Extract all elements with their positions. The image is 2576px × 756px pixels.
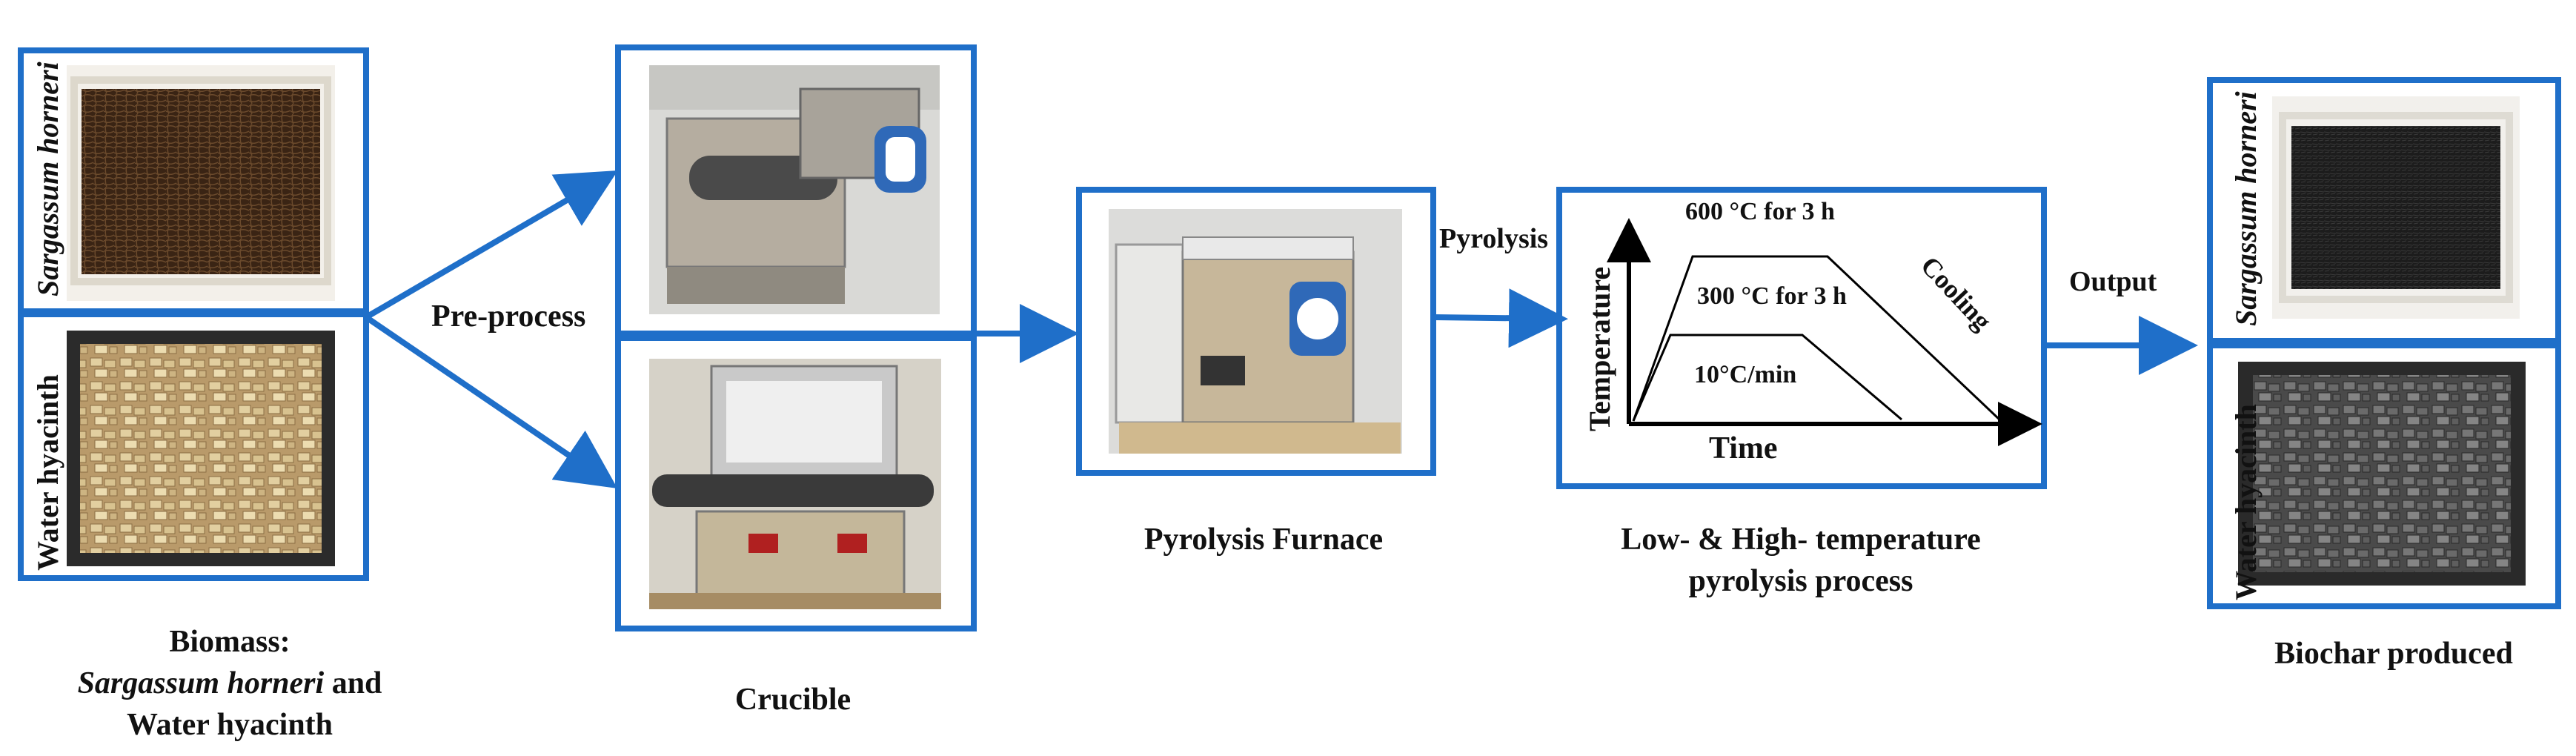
pyrolysis-label: Pyrolysis [1439,223,1548,254]
tube-furnace-crucible-photo [649,359,941,609]
biochar-caption: Biochar produced [2274,637,2513,671]
sargassum-biochar-photo [2272,96,2520,319]
water-hyacinth-biochar-label: Water hyacinth [2229,404,2263,600]
process-caption: Low- & High- temperature pyrolysis proce… [1541,519,2060,602]
crucible-caption: Crucible [734,683,852,717]
biomass-panel: Sargassum horneri Water hyacinth [18,47,369,581]
biomass-caption-and: and [324,666,382,700]
biomass-bottom-frame [18,311,369,581]
low-temp-profile [1632,334,1902,422]
process-frame [1556,187,2047,489]
preprocess-arrow-upper [364,170,618,320]
biomass-caption-line3: Water hyacinth [126,708,333,742]
output-label: Output [2069,266,2157,297]
preprocess-arrow-lower [364,314,618,489]
crucible-panel [615,44,977,631]
furnace-caption: Pyrolysis Furnace [1143,523,1384,557]
x-axis-label: Time [1709,431,1778,465]
biochar-bottom-frame [2207,342,2561,609]
biomass-caption-line1: Biomass: [169,625,291,659]
biomass-caption-line2: Sargassum horneri and [22,663,437,704]
preprocess-label: Pre-process [431,299,585,334]
crucible-bottom-frame [615,335,977,631]
y-axis-label: Temperature [1583,267,1616,431]
biochar-top-frame [2207,77,2561,344]
sargassum-raw-label: Sargassum horneri [31,62,64,296]
pyrolysis-furnace-photo [1109,209,1402,454]
process-caption-line1: Low- & High- temperature [1621,523,1981,557]
water-hyacinth-raw-photo [67,331,335,566]
low-temp-label: 300 °C for 3 h [1697,282,1847,310]
high-temp-profile [1632,255,2001,422]
biomass-caption: Biomass: Sargassum horneri and Water hya… [22,621,437,746]
sargassum-biochar-label: Sargassum horneri [2229,91,2263,326]
rate-label: 10°C/min [1694,361,1796,388]
crucible-top-frame [615,44,977,336]
biochar-panel: Sargassum horneri Water hyacinth [2207,77,2561,609]
process-panel: Temperature Time 600 °C for 3 h 300 °C f… [1556,187,2047,489]
water-hyacinth-raw-label: Water hyacinth [31,374,64,571]
furnace-panel [1076,187,1436,476]
high-temp-label: 600 °C for 3 h [1685,198,1835,225]
water-hyacinth-biochar-photo [2238,362,2526,586]
process-caption-line2: pyrolysis process [1688,564,1913,598]
cooling-label: Cooling [1915,251,1997,336]
furnace-frame [1076,187,1436,476]
pyrolysis-arrow [1433,288,1568,348]
biomass-caption-species: Sargassum horneri [77,666,325,700]
tube-furnace-open-photo [649,65,940,314]
sargassum-raw-photo [67,65,335,301]
